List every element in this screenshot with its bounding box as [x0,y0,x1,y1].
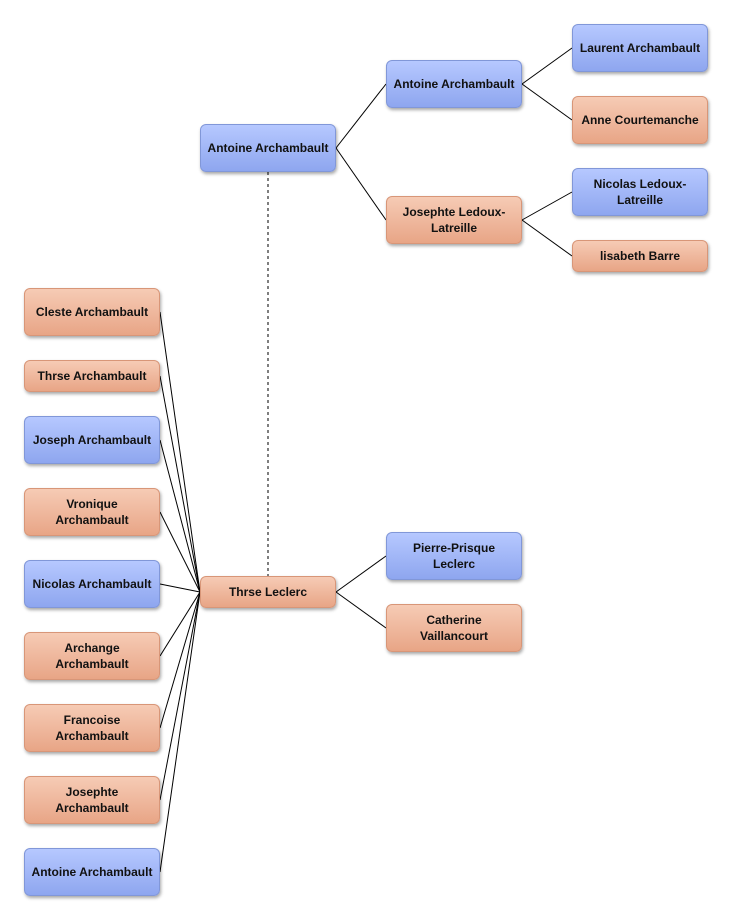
connector-line [521,191,573,221]
person-name: Cleste Archambault [35,305,149,319]
connector-line [521,47,573,85]
connector-line [335,555,387,593]
connector-line [159,375,201,593]
connector-line [335,147,387,221]
connector-line [159,591,201,801]
child-node[interactable]: Nicolas Archambault [24,560,160,608]
person-name: Thrse Archambault [37,369,147,383]
person-name: Antoine Archambault [393,77,515,91]
person-name: Josephte Archambault [55,785,129,815]
connector-line [159,511,201,593]
father-node[interactable]: Pierre-Prisque Leclerc [386,532,522,580]
person-name: Francoise Archambault [55,713,129,743]
spouse-maternal-grandmother-node[interactable]: lisabeth Barre [572,240,708,272]
connector-line [521,83,573,121]
connector-line [159,591,201,873]
child-node[interactable]: Vronique Archambault [24,488,160,536]
connector-line [159,311,201,593]
person-name: Archange Archambault [55,641,129,671]
person-name: Thrse Leclerc [228,585,308,599]
spouse-father-node[interactable]: Antoine Archambault [386,60,522,108]
connector-line [159,583,201,593]
person-name: Laurent Archambault [579,41,701,55]
child-node[interactable]: Francoise Archambault [24,704,160,752]
connector-line [521,219,573,257]
child-node[interactable]: Josephte Archambault [24,776,160,824]
mother-node[interactable]: Catherine Vaillancourt [386,604,522,652]
person-name: Antoine Archambault [207,141,329,155]
connector-line [335,591,387,629]
person-name: Pierre-Prisque Leclerc [412,541,496,571]
child-node[interactable]: Archange Archambault [24,632,160,680]
person-name: Joseph Archambault [32,433,152,447]
child-node[interactable]: Cleste Archambault [24,288,160,336]
root-person-node[interactable]: Thrse Leclerc [200,576,336,608]
person-name: Vronique Archambault [55,497,129,527]
connector-line [159,591,201,657]
connector-line [335,83,387,149]
person-name: Josephte Ledoux-Latreille [402,205,506,235]
spouse-paternal-grandfather-node[interactable]: Laurent Archambault [572,24,708,72]
spouse-mother-node[interactable]: Josephte Ledoux-Latreille [386,196,522,244]
person-name: Anne Courtemanche [581,113,699,127]
spouse-maternal-grandfather-node[interactable]: Nicolas Ledoux-Latreille [572,168,708,216]
person-name: Catherine Vaillancourt [419,613,489,643]
person-name: Nicolas Ledoux-Latreille [593,177,687,207]
spouse-node[interactable]: Antoine Archambault [200,124,336,172]
child-node[interactable]: Thrse Archambault [24,360,160,392]
person-name: Nicolas Archambault [32,577,152,591]
child-node[interactable]: Antoine Archambault [24,848,160,896]
person-name: Antoine Archambault [31,865,153,879]
connector-line [159,591,201,729]
child-node[interactable]: Joseph Archambault [24,416,160,464]
person-name: lisabeth Barre [599,249,681,263]
spouse-paternal-grandmother-node[interactable]: Anne Courtemanche [572,96,708,144]
connector-line [159,439,201,593]
